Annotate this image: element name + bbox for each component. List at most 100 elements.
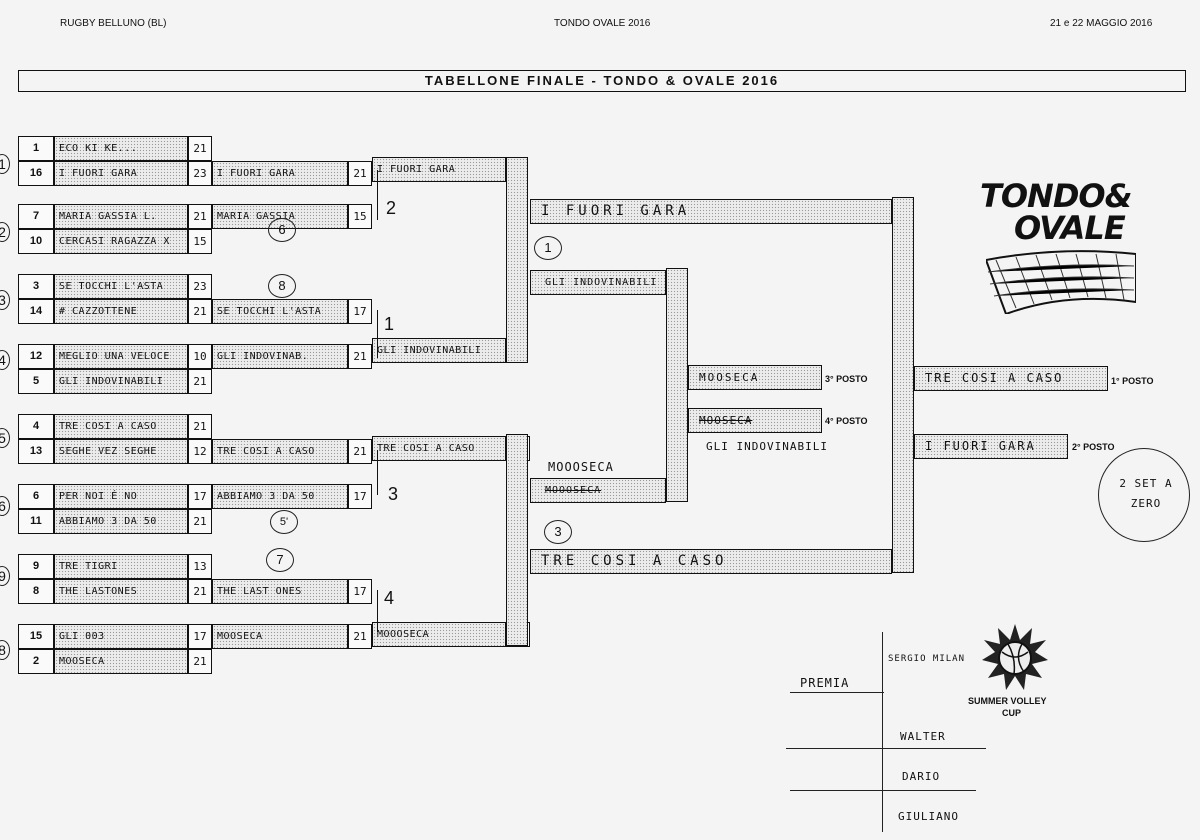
team-name: I FUORI GARA [54,161,188,186]
prize-name: SERGIO MILAN [888,654,966,664]
prize-label: PREMIA [800,676,850,690]
note-text: 2 SET A ZERO [1119,477,1173,510]
volleyball-net-icon [986,250,1136,314]
team-name: MARIA GASSIA [212,204,348,229]
connector [372,310,378,358]
seed-number: 9 [18,554,54,579]
team-name: CERCASI RAGAZZA X [54,229,188,254]
score-value: 21 [348,344,372,369]
edge-circled-number: 1 [0,154,10,174]
team-name: TRE COSI A CASO [212,439,348,464]
fourth-place-crossed: MOOSECA [699,414,753,427]
seed-number: 15 [18,624,54,649]
note-circle [1098,448,1190,542]
team-name: MOOOSECA [372,622,506,647]
edge-circled-number: 8 [0,640,10,660]
semi-bottom-loser-text: MOOOSECA [545,485,602,496]
circled-number: 7 [266,548,294,572]
tondo-ovale-logo: TONDO& OVALE [980,180,1140,320]
header-right: 21 e 22 MAGGIO 2016 [1050,18,1153,29]
page-title: TABELLONE FINALE - TONDO & OVALE 2016 [18,70,1186,92]
circled-number: 5' [270,510,298,534]
score-value: 15 [188,229,212,254]
third-place-label: 3° POSTO [825,374,868,384]
team-name: SE TOCCHI L'ASTA [212,299,348,324]
team-name: TRE TIGRI [54,554,188,579]
team-name: ABBIAMO 3 DA 50 [212,484,348,509]
logo-line2: OVALE [1014,209,1126,247]
semi-top-winner: I FUORI GARA [530,199,892,224]
seed-number: 1 [18,136,54,161]
fourth-place-box: MOOSECA [688,408,822,433]
prize-name: GIULIANO [898,810,959,823]
first-place-label: 1° POSTO [1111,376,1154,386]
fourth-place-team: GLI INDOVINABILI [706,440,828,453]
score-value: 21 [188,509,212,534]
first-place-team: TRE COSI A CASO [925,371,1064,385]
prize-divider [790,692,884,693]
seed-number: 10 [18,229,54,254]
prize-name: WALTER [900,730,946,743]
seed-number: 5 [18,369,54,394]
score-value: 21 [188,649,212,674]
second-place-box: I FUORI GARA [914,434,1068,459]
edge-circled-number: 2 [0,222,10,242]
handwritten-number: 4 [384,588,395,608]
score-value: 17 [348,484,372,509]
team-name: GLI INDOVINABILI [372,338,506,363]
second-place-team: I FUORI GARA [925,439,1036,453]
seed-number: 8 [18,579,54,604]
team-name: I FUORI GARA [212,161,348,186]
semi-bottom-loser-handwritten: MOOOSECA [548,460,614,474]
score-value: 21 [348,624,372,649]
connector [372,590,378,632]
score-value: 21 [188,579,212,604]
seed-number: 4 [18,414,54,439]
third-place-box: MOOSECA [688,365,822,390]
team-name: TRE COSI A CASO [54,414,188,439]
score-value: 23 [188,274,212,299]
seed-number: 6 [18,484,54,509]
prize-name: DARIO [902,770,941,783]
circled-number: 8 [268,274,296,298]
connector [372,450,378,495]
team-name: ECO KI KE... [54,136,188,161]
bracket-connector [506,157,528,363]
score-value: 21 [188,204,212,229]
semi-bottom-loser: MOOOSECA [530,478,666,503]
semi-top-loser: GLI INDOVINABILI [530,270,666,295]
score-value: 17 [188,624,212,649]
semi-bottom-winner: TRE COSI A CASO [530,549,892,574]
score-value: 23 [188,161,212,186]
handwritten-number: 3 [388,484,399,504]
semi-top-loser-text: GLI INDOVINABILI [545,277,658,288]
second-place-label: 2° POSTO [1072,442,1115,452]
third-place-connector [666,268,688,502]
score-value: 21 [188,369,212,394]
seed-number: 16 [18,161,54,186]
prize-divider [786,748,986,749]
semi-bottom-winner-text: TRE COSI A CASO [541,553,728,569]
fourth-place-label: 4° POSTO [825,416,868,426]
score-value: 17 [348,299,372,324]
seed-number: 14 [18,299,54,324]
team-name: MOOSECA [54,649,188,674]
team-name: MEGLIO UNA VELOCE [54,344,188,369]
final-connector [892,197,914,573]
sponsor-name: SUMMER VOLLEY [968,696,1047,706]
prize-divider-vertical [882,632,883,832]
edge-circled-number: 5 [0,428,10,448]
seed-number: 2 [18,649,54,674]
circled-number: 6 [268,218,296,242]
seed-number: 7 [18,204,54,229]
team-name: SEGHE VEZ SEGHE [54,439,188,464]
sponsor-sub: CUP [1002,708,1022,718]
team-name: PER NOI É NO [54,484,188,509]
team-name: SE TOCCHI L'ASTA [54,274,188,299]
team-name: GLI INDOVINABILI [54,369,188,394]
team-name: MOOSECA [212,624,348,649]
handwritten-number: 1 [384,314,395,334]
seed-number: 3 [18,274,54,299]
first-place-box: TRE COSI A CASO [914,366,1108,391]
team-name: TRE COSI A CASO [372,436,506,461]
